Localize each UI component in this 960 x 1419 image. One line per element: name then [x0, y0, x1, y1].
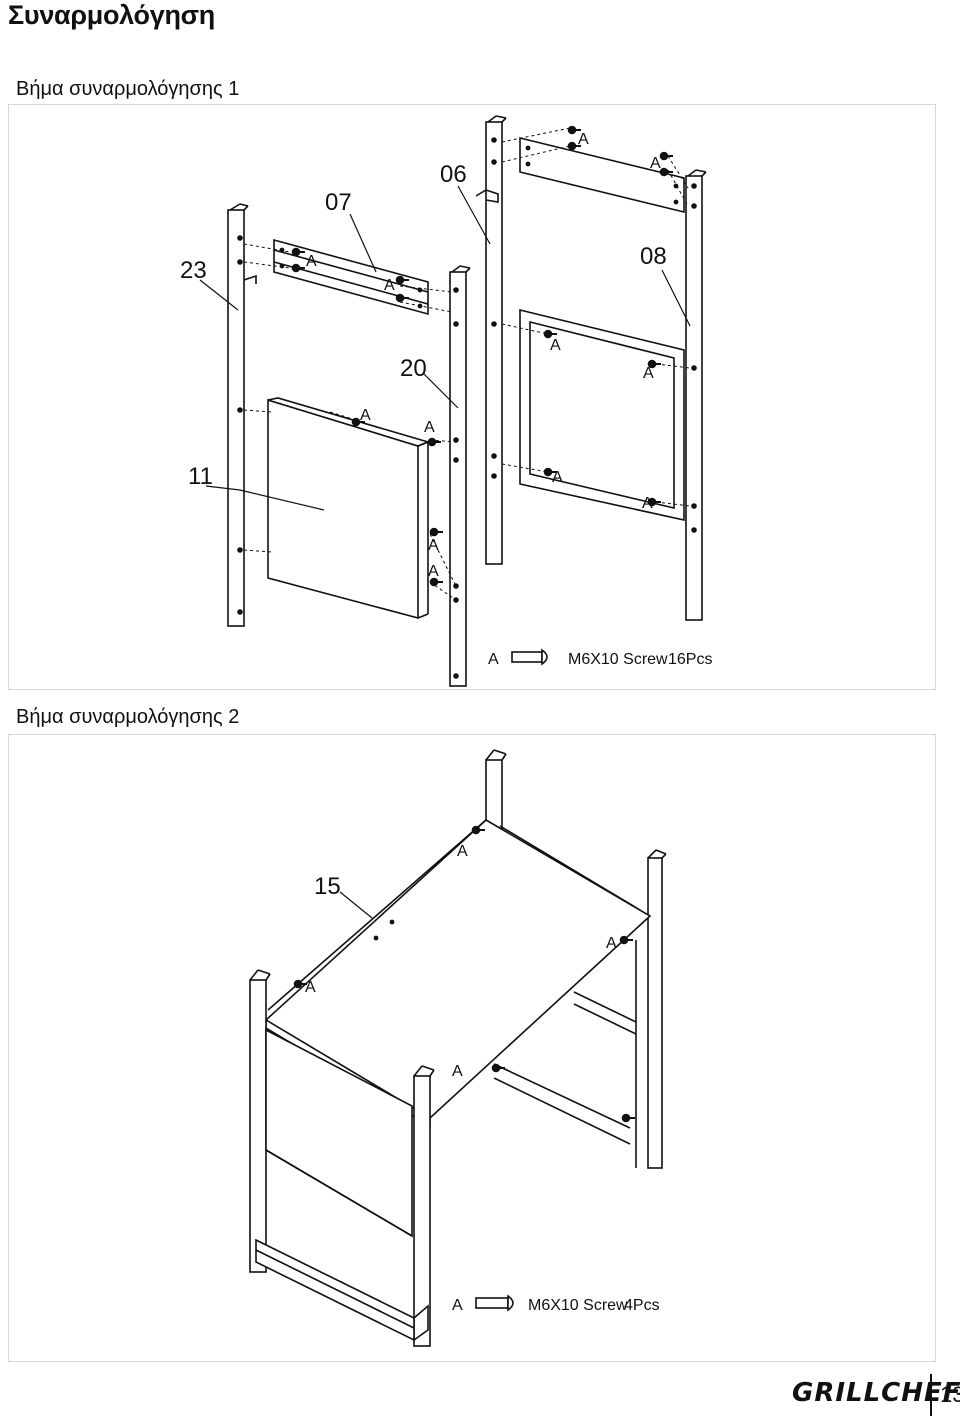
screw-mark: A [452, 1063, 463, 1080]
screw-mark: A [384, 277, 395, 294]
step1-diagram [199, 115, 707, 687]
screw-mark: A [457, 843, 468, 860]
side-panel [265, 1028, 413, 1238]
screw-mark: A [552, 469, 563, 486]
part-label-07: 07 [325, 189, 352, 216]
step1-frame [8, 104, 936, 690]
legend-screw-spec: M6X10 Screw [568, 651, 668, 668]
screw-mark: A [578, 131, 589, 148]
screw-mark: A [428, 537, 439, 554]
screw-mark: A [306, 253, 317, 270]
step2-diagram [249, 749, 667, 1347]
legend-screw-letter: A [452, 1297, 463, 1314]
screw-mark: A [606, 935, 617, 952]
step1-label: Βήμα συναρμολόγησης 1 [16, 78, 240, 100]
legend-screw-letter: A [488, 651, 499, 668]
post-06 [475, 115, 507, 565]
screw-mark: A [550, 337, 561, 354]
brand-logo: GRILLCHEF [792, 1378, 960, 1408]
part-label-11: 11 [188, 463, 213, 490]
step2-frame [8, 734, 936, 1362]
post-front-right [413, 1065, 435, 1347]
rail-top-right [519, 136, 685, 214]
page-number: 13 [940, 1382, 960, 1407]
post-back-right [635, 849, 667, 1169]
part-label-15: 15 [314, 873, 341, 900]
post-08 [685, 169, 707, 621]
screw-mark: A [642, 495, 653, 512]
screw-mark: A [428, 563, 439, 580]
screw-mark: A [643, 365, 654, 382]
screw-mark: A [650, 155, 661, 172]
post-back-left [485, 749, 507, 831]
screw-mark: A [424, 419, 435, 436]
legend-screw-qty: 4Pcs [624, 1297, 660, 1314]
post-20 [449, 265, 471, 687]
screw-mark: A [360, 407, 371, 424]
rail-lower-back [493, 991, 637, 1145]
part-label-06: 06 [440, 161, 467, 188]
step2-label: Βήμα συναρμολόγησης 2 [16, 706, 240, 728]
post-23 [227, 203, 257, 627]
rail-bottom [255, 1238, 429, 1342]
part-label-23: 23 [180, 257, 207, 284]
panel-11 [267, 397, 431, 620]
screw-mark: A [305, 979, 316, 996]
page-number-divider [930, 1374, 932, 1416]
part-label-08: 08 [640, 243, 667, 270]
legend-screw-spec: M6X10 Screw [528, 1297, 628, 1314]
part-label-20: 20 [400, 355, 427, 382]
legend-screw-qty: 16Pcs [668, 651, 712, 668]
page-title: Συναρμολόγηση [8, 0, 215, 30]
screw-icon [475, 1294, 514, 1312]
screw-icon [511, 648, 548, 666]
frame-panel-right [519, 308, 685, 521]
